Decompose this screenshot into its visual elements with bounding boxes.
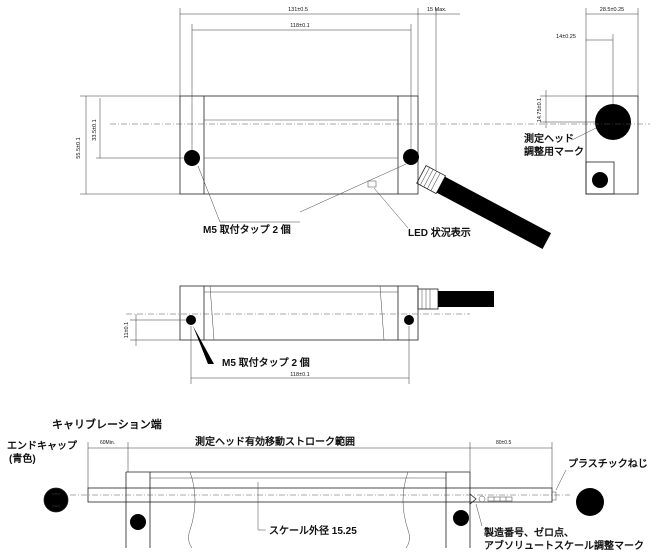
dim-hole-pitch-bottom: 118±0.1 bbox=[290, 372, 309, 378]
bottom-view bbox=[43, 442, 604, 549]
front-view-body bbox=[179, 285, 419, 341]
side-view-hole bbox=[592, 172, 608, 188]
label-serial-2: アブソリュートスケール調整マーク bbox=[484, 539, 644, 552]
label-head-adjust-mark-1: 測定ヘッド bbox=[524, 132, 574, 145]
label-calibration-end: キャリブレーション端 bbox=[52, 417, 162, 431]
label-end-cap-2: (青色) bbox=[9, 452, 36, 465]
top-view bbox=[80, 8, 560, 249]
plastic-screw-end bbox=[576, 488, 604, 516]
mounting-hole-right bbox=[403, 149, 419, 165]
side-view bbox=[540, 8, 650, 195]
label-head-adjust-mark-2: 調整用マーク bbox=[524, 145, 584, 158]
dim-hole-pitch-top: 118±0.1 bbox=[290, 23, 309, 29]
cable bbox=[436, 176, 552, 249]
dim-side-width: 28.5±0.25 bbox=[600, 7, 624, 13]
top-view-body bbox=[179, 95, 419, 195]
front-mounting-hole-left bbox=[186, 315, 196, 325]
label-serial-1: 製造番号、ゼロ点、 bbox=[483, 526, 574, 539]
front-mounting-hole-right bbox=[404, 315, 414, 325]
dim-stroke-right-max: 80±0.5 bbox=[496, 440, 511, 446]
side-view-lower-block bbox=[585, 161, 615, 195]
label-m5-tap-front: M5 取付タップ 2 個 bbox=[222, 356, 310, 369]
dim-front-height: 11±0.1 bbox=[124, 322, 130, 338]
end-cap-blue bbox=[44, 488, 68, 512]
led-indicator bbox=[367, 180, 377, 188]
dim-head-max: 15 Max. bbox=[427, 7, 447, 13]
dim-height-total: 55.5±0.1 bbox=[76, 137, 82, 158]
label-scale-diameter: スケール外径 15.25 bbox=[269, 524, 357, 537]
cable-connector bbox=[416, 164, 552, 249]
label-plastic-screw: プラスチックねじ bbox=[568, 457, 648, 470]
dim-height-holes: 33.5±0.1 bbox=[92, 119, 98, 140]
front-leader-arrow bbox=[193, 326, 214, 364]
dim-side-height: 14.75±0.1 bbox=[537, 98, 543, 122]
front-connector bbox=[417, 288, 439, 310]
bottom-hole-right bbox=[453, 510, 469, 526]
label-led-indicator: LED 状況表示 bbox=[408, 226, 471, 239]
dim-stroke-left-min: 60Min. bbox=[100, 440, 115, 446]
head-adjust-mark bbox=[595, 104, 631, 140]
mounting-hole-left bbox=[184, 150, 200, 166]
label-m5-tap-top: M5 取付タップ 2 個 bbox=[203, 223, 291, 236]
front-view bbox=[126, 285, 494, 384]
bottom-hole-left bbox=[130, 514, 146, 530]
dim-side-offset: 14±0.25 bbox=[556, 34, 576, 40]
label-end-cap-1: エンドキャップ bbox=[7, 439, 78, 452]
front-cable bbox=[438, 291, 494, 307]
label-effective-stroke: 測定ヘッド有効移動ストローク範囲 bbox=[195, 435, 355, 448]
dim-overall-length: 131±0.5 bbox=[288, 7, 308, 13]
